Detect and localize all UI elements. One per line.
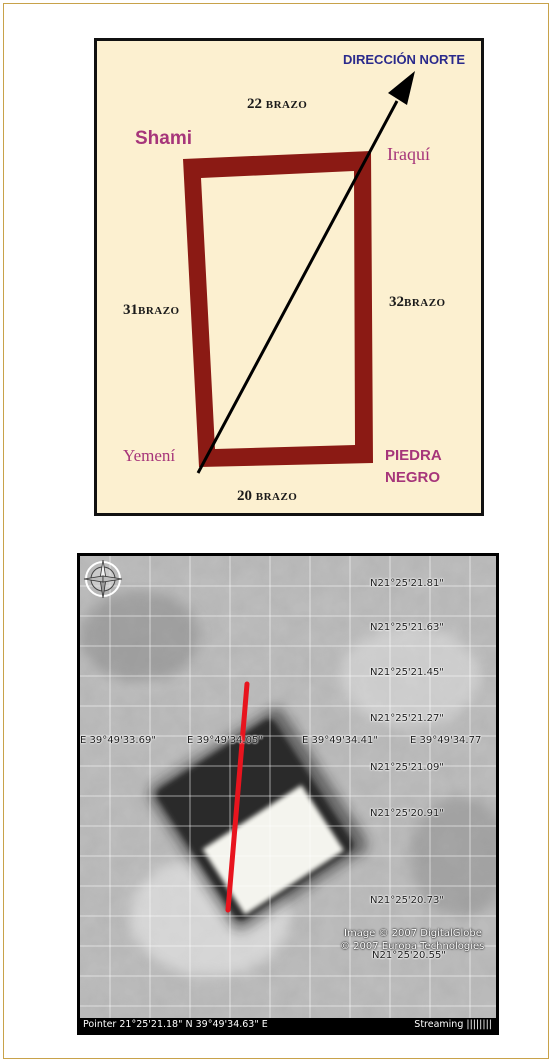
latitude-label: N21°25'21.45" bbox=[370, 667, 444, 678]
map-data-credit: © 2007 Europa Technologies bbox=[340, 941, 485, 952]
right-side-unit: BRAZO bbox=[404, 297, 446, 309]
longitude-label: E 39°49'34.77 bbox=[410, 735, 482, 746]
corner-shami-label: Shami bbox=[135, 128, 193, 149]
north-arrow-line bbox=[196, 100, 399, 474]
black-stone-line-1: PIEDRA bbox=[385, 447, 442, 464]
kaaba-white-cloth bbox=[202, 784, 344, 915]
satellite-view: N21°25'21.81" N21°25'21.63" N21°25'21.45… bbox=[77, 553, 499, 1035]
latitude-label: N21°25'21.81" bbox=[370, 578, 444, 589]
north-arrow-head bbox=[388, 71, 415, 105]
kaaba-dimensions-diagram: DIRECCIÓN NORTE 22 BRAZO 31BRAZO 32BRAZO… bbox=[94, 38, 484, 516]
top-side-length: 22 BRAZO bbox=[247, 97, 307, 112]
left-side-number: 31 bbox=[123, 302, 138, 318]
right-side-number: 32 bbox=[389, 294, 404, 310]
page-frame bbox=[3, 3, 549, 1059]
north-direction-label: DIRECCIÓN NORTE bbox=[343, 52, 466, 67]
latitude-label: N21°25'20.91" bbox=[370, 808, 444, 819]
top-side-unit: BRAZO bbox=[265, 99, 308, 111]
qibla-orientation-line bbox=[225, 681, 250, 913]
latitude-label: N21°25'21.27" bbox=[370, 713, 444, 724]
pointer-coordinates: Pointer 21°25'21.18" N 39°49'34.63" E bbox=[83, 1019, 268, 1030]
imagery-credit: Image © 2007 DigitalGlobe bbox=[344, 928, 482, 939]
bottom-side-unit: BRAZO bbox=[255, 491, 298, 503]
compass-icon[interactable] bbox=[80, 556, 126, 602]
left-side-length: 31BRAZO bbox=[123, 303, 180, 318]
left-side-unit: BRAZO bbox=[138, 305, 180, 317]
status-bar: Pointer 21°25'21.18" N 39°49'34.63" E St… bbox=[80, 1018, 496, 1032]
longitude-label: E 39°49'34.41" bbox=[302, 735, 378, 746]
map-grid bbox=[80, 556, 496, 1032]
longitude-label: E 39°49'34.05" bbox=[187, 735, 263, 746]
corner-iraqui-label: Iraquí bbox=[387, 144, 430, 164]
top-side-number: 22 bbox=[247, 96, 262, 112]
corner-yemeni-label: Yemení bbox=[123, 446, 176, 465]
right-side-length: 32BRAZO bbox=[389, 295, 446, 310]
bottom-side-length: 20 BRAZO bbox=[237, 489, 297, 504]
longitude-label: E 39°49'33.69" bbox=[80, 735, 156, 746]
black-stone-line-2: NEGRO bbox=[385, 468, 441, 486]
streaming-indicator: Streaming |||||||| bbox=[414, 1019, 492, 1030]
diagram-drawing bbox=[183, 71, 415, 474]
latitude-label: N21°25'20.55" bbox=[372, 950, 446, 961]
corner-black-stone-label: PIEDRA NEGRO bbox=[385, 445, 442, 489]
latitude-label: N21°25'21.63" bbox=[370, 622, 444, 633]
latitude-label: N21°25'21.09" bbox=[370, 762, 444, 773]
kaaba-outline bbox=[183, 151, 373, 467]
bottom-side-number: 20 bbox=[237, 488, 252, 504]
satellite-image bbox=[80, 556, 496, 1032]
ground-dark-patch bbox=[80, 591, 200, 681]
latitude-label: N21°25'20.73" bbox=[370, 895, 444, 906]
